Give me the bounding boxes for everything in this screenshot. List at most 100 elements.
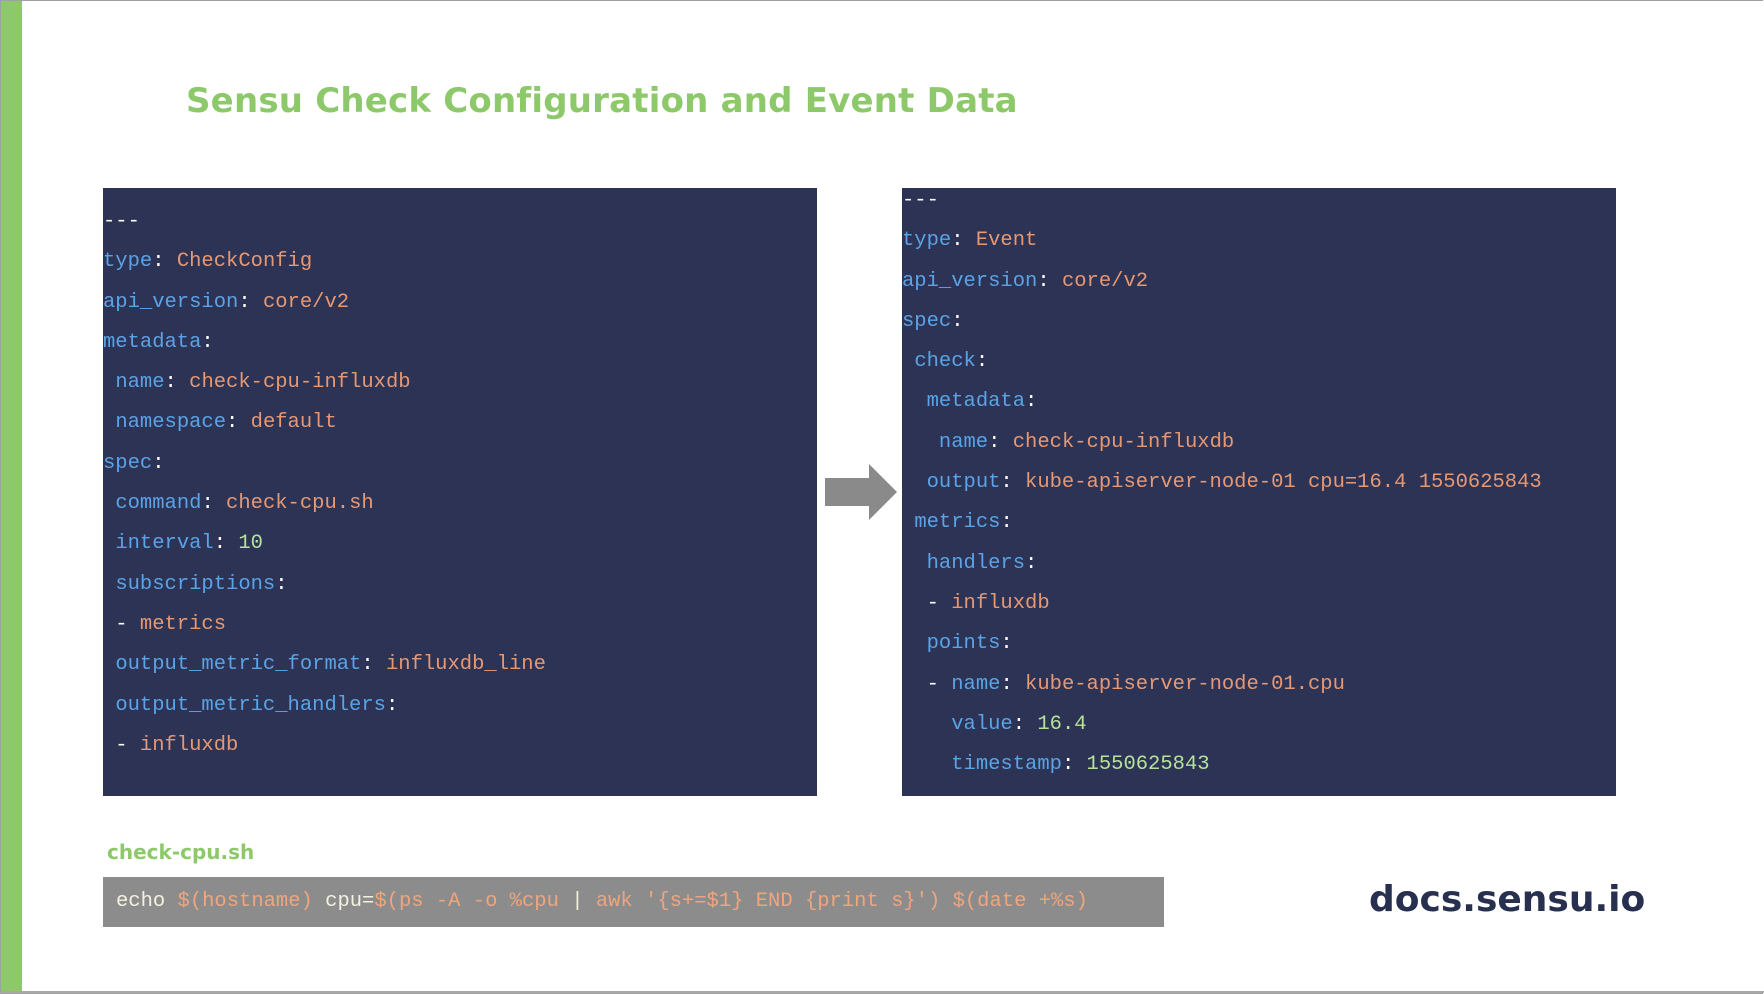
event-data-line: name: check-cpu-influxdb — [902, 423, 1542, 463]
event-data-line: metrics: — [902, 503, 1542, 543]
check-config-line: namespace: default — [103, 403, 546, 443]
yaml-key: output_metric_format — [115, 653, 362, 677]
yaml-punct: : — [385, 693, 399, 717]
yaml-key: api_version — [103, 290, 239, 314]
yaml-key: output — [926, 471, 1001, 495]
check-config-line: - influxdb — [103, 726, 546, 766]
yaml-punct: : — [1025, 551, 1038, 575]
yaml-punct — [902, 350, 914, 373]
yaml-value: check-cpu.sh — [226, 492, 374, 516]
yaml-punct: : — [975, 350, 989, 374]
check-config-line: subscriptions: — [103, 565, 546, 605]
event-data-line: output: kube-apiserver-node-01 cpu=16.4 … — [902, 463, 1542, 503]
yaml-punct: : — [213, 532, 239, 556]
yaml-key: spec — [902, 309, 952, 333]
docs-url: docs.sensu.io — [1369, 879, 1646, 920]
divider — [0, 991, 1764, 993]
yaml-key: points — [926, 632, 1001, 656]
yaml-punct: : — [988, 430, 1013, 454]
yaml-punct: : — [152, 250, 177, 274]
yaml-value: core/v2 — [262, 290, 350, 314]
yaml-key: metadata — [926, 390, 1026, 414]
yaml-key: type — [902, 229, 952, 253]
event-data-line: check: — [902, 342, 1542, 382]
page-title: Sensu Check Configuration and Event Data — [186, 81, 1018, 121]
yaml-punct: : — [201, 330, 214, 354]
yaml-key: spec — [103, 451, 153, 475]
yaml-punct: : — [1061, 753, 1087, 777]
yaml-value: influxdb_line — [385, 653, 546, 677]
yaml-value: metrics — [139, 612, 227, 636]
yaml-punct: : — [164, 371, 190, 395]
yaml-value: check-cpu-influxdb — [189, 371, 411, 395]
yaml-key: name — [938, 430, 989, 454]
yaml-key: subscriptions — [115, 572, 276, 596]
check-config-code: --- type: CheckConfig api_version: core/v2… — [103, 202, 546, 766]
check-config-line: - metrics — [103, 605, 546, 645]
yaml-punct: : — [951, 309, 964, 333]
yaml-value: kube-apiserver-node-01.cpu — [1025, 672, 1345, 696]
yaml-key: name — [115, 371, 165, 395]
yaml-punct — [103, 573, 115, 596]
check-config-line: interval: 10 — [103, 524, 546, 564]
yaml-key: metrics — [914, 511, 1001, 535]
check-config-line: command: check-cpu.sh — [103, 484, 546, 524]
yaml-punct: : — [238, 290, 263, 314]
yaml-value: default — [250, 411, 337, 435]
check-config-line: metadata: — [103, 323, 546, 363]
yaml-punct: : — [226, 411, 251, 435]
yaml-punct: --- — [103, 210, 140, 233]
yaml-punct: : — [1025, 390, 1038, 414]
script-token: cpu= — [312, 890, 375, 913]
yaml-punct — [103, 371, 115, 394]
yaml-key: check — [914, 350, 976, 374]
check-config-line: type: CheckConfig — [103, 242, 546, 282]
script-code-box: echo $(hostname) cpu=$(ps -A -o %cpu | a… — [103, 877, 1164, 927]
yaml-punct — [902, 713, 951, 736]
yaml-punct: : — [1000, 672, 1026, 696]
yaml-value: CheckConfig — [176, 250, 313, 274]
check-config-panel: --- type: CheckConfig api_version: core/v2… — [103, 188, 817, 796]
yaml-key: name — [951, 672, 1001, 696]
yaml-value: kube-apiserver-node-01 cpu=16.4 15506258… — [1025, 471, 1542, 495]
yaml-punct — [103, 694, 115, 717]
yaml-key: type — [103, 250, 153, 274]
yaml-punct: : — [361, 653, 386, 677]
yaml-punct — [902, 632, 927, 655]
event-data-line: - influxdb — [902, 584, 1542, 624]
check-config-line: output_metric_handlers: — [103, 686, 546, 726]
yaml-punct — [103, 411, 115, 434]
yaml-key: api_version — [902, 269, 1038, 293]
check-config-line: output_metric_format: influxdb_line — [103, 645, 546, 685]
yaml-key: command — [115, 492, 202, 516]
yaml-punct: : — [152, 451, 165, 475]
yaml-value: 1550625843 — [1086, 753, 1210, 777]
yaml-punct: --- — [902, 189, 939, 212]
yaml-punct — [103, 492, 115, 515]
yaml-value: influxdb — [951, 591, 1050, 615]
yaml-key: interval — [115, 532, 214, 556]
yaml-key: namespace — [115, 411, 227, 435]
script-token: awk '{s+=$1} END {print s}') $(date +%s) — [583, 890, 1088, 913]
yaml-punct — [103, 532, 115, 555]
yaml-key: handlers — [926, 551, 1026, 575]
yaml-punct: : — [201, 492, 227, 516]
yaml-punct: - — [902, 591, 952, 615]
yaml-value: check-cpu-influxdb — [1012, 430, 1235, 454]
event-data-line: - name: kube-apiserver-node-01.cpu — [902, 665, 1542, 705]
yaml-punct — [902, 390, 927, 413]
event-data-line: api_version: core/v2 — [902, 262, 1542, 302]
yaml-key: timestamp — [951, 753, 1062, 777]
yaml-punct — [902, 431, 939, 454]
yaml-punct: : — [1000, 511, 1013, 535]
check-config-line: name: check-cpu-influxdb — [103, 363, 546, 403]
event-data-line: metadata: — [902, 382, 1542, 422]
event-data-line: spec: — [902, 302, 1542, 342]
yaml-punct: : — [1000, 632, 1013, 656]
script-code: echo $(hostname) cpu=$(ps -A -o %cpu | a… — [116, 889, 1088, 915]
yaml-key: metadata — [103, 330, 202, 354]
yaml-punct: - — [103, 733, 140, 757]
